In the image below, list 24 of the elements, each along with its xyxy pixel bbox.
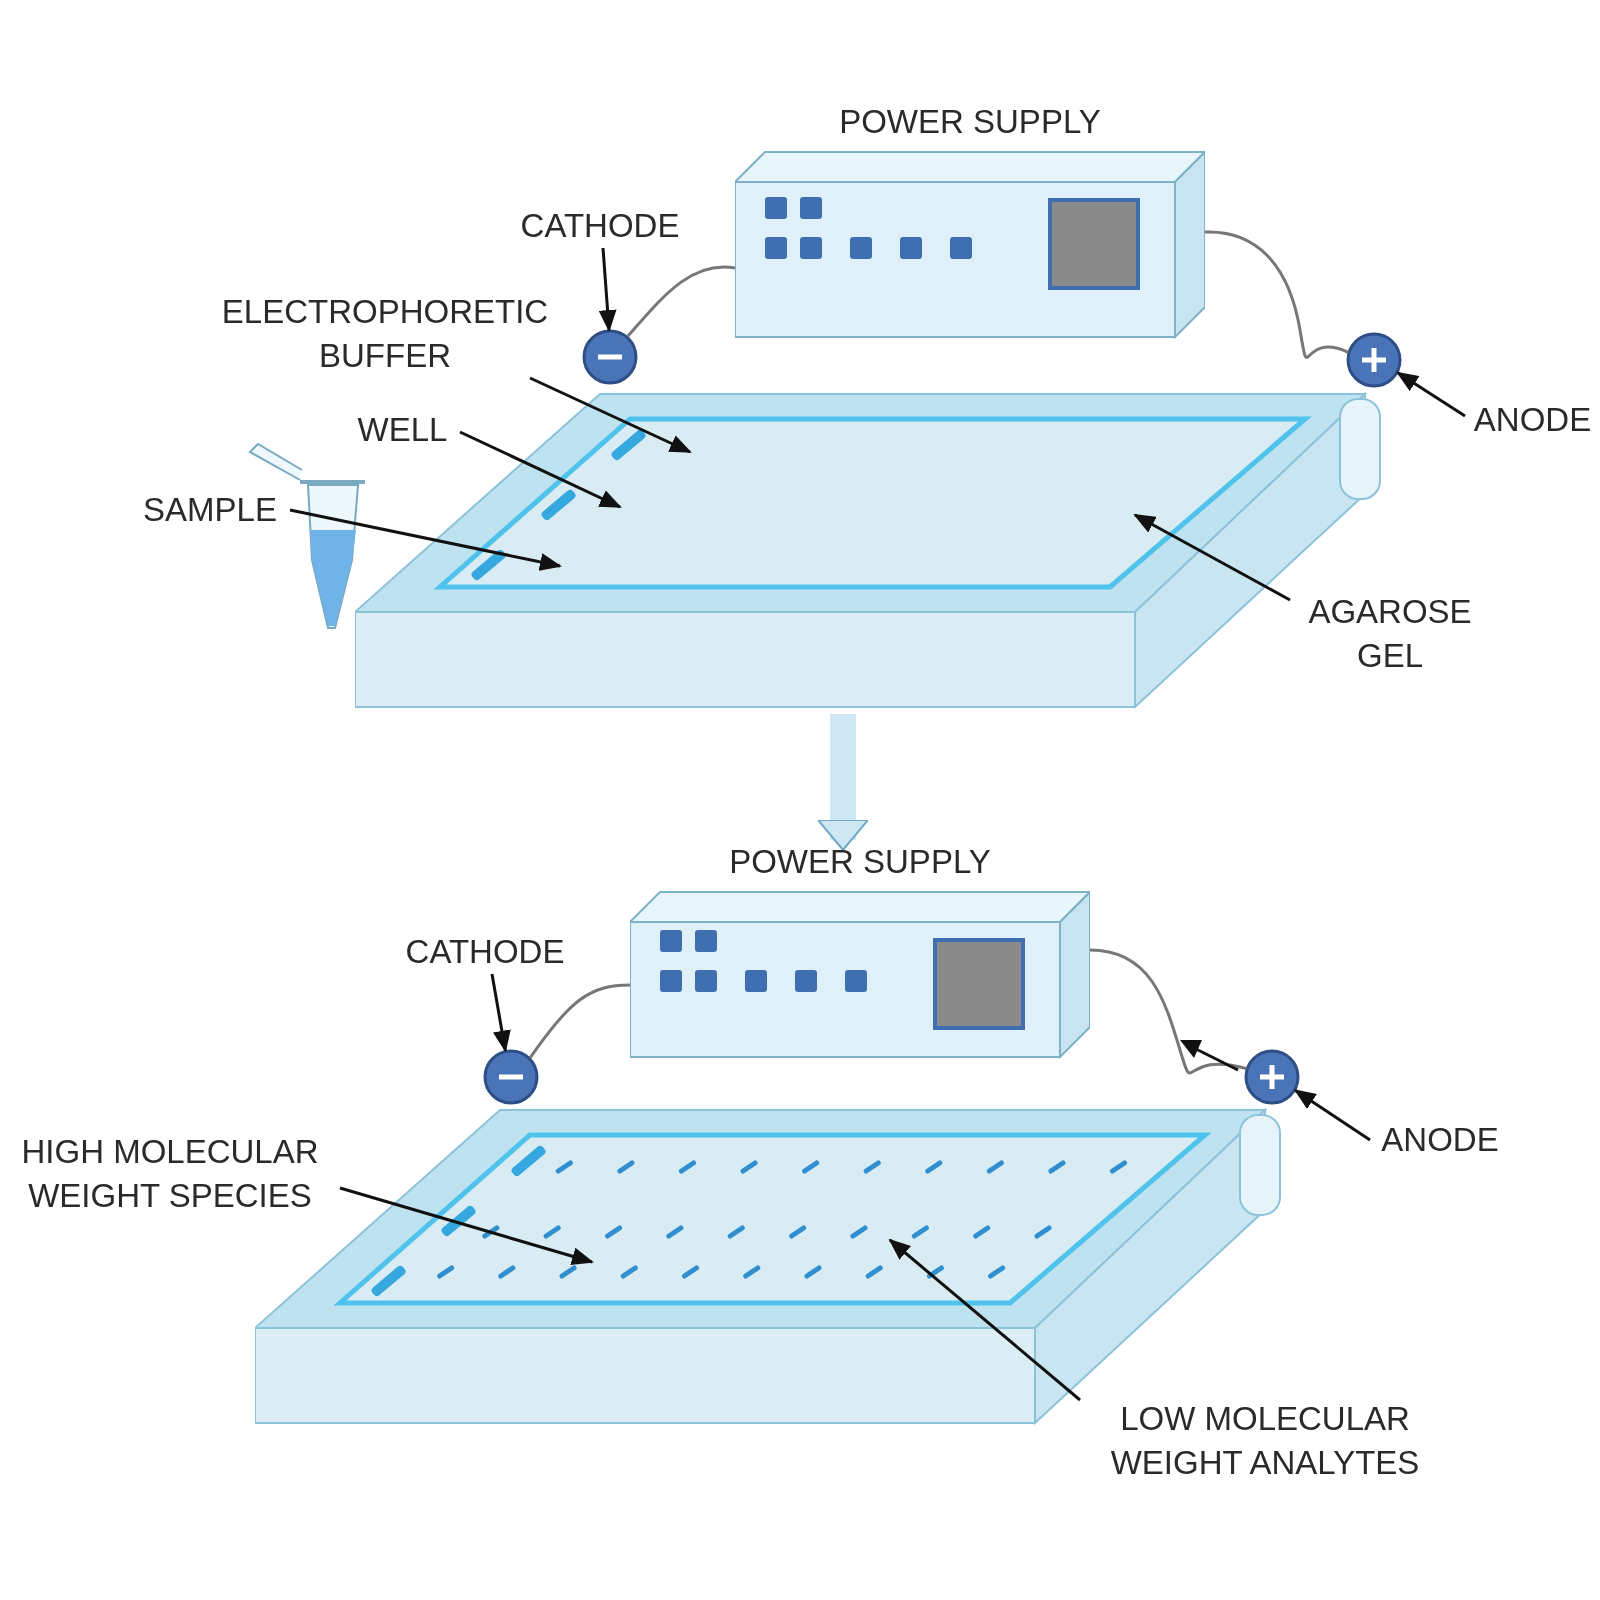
arrow <box>1396 371 1466 418</box>
part-label: AGAROSE GEL <box>1290 590 1490 678</box>
arrow <box>289 508 562 571</box>
part-label: ELECTROPHORETIC BUFFER <box>195 290 575 378</box>
part-label: LOW MOLECULAR WEIGHT ANALYTES <box>1080 1397 1450 1485</box>
block-arrow <box>817 714 869 851</box>
part-label: WELL <box>345 408 460 452</box>
part-label: CATHODE <box>385 930 585 974</box>
arrow <box>339 1186 594 1265</box>
part-label: CATHODE <box>495 204 705 248</box>
wire <box>626 265 736 338</box>
device-label: POWER SUPPLY <box>838 102 1102 142</box>
device-label: POWER SUPPLY <box>728 842 992 882</box>
wire <box>528 983 631 1059</box>
arrow <box>888 1238 1081 1402</box>
part-label: SAMPLE <box>130 488 290 532</box>
arrow <box>598 247 617 332</box>
arrow <box>1293 1089 1371 1142</box>
arrow <box>1133 513 1291 602</box>
part-label: ANODE <box>1370 1118 1510 1162</box>
arrow <box>529 376 692 454</box>
arrow <box>459 430 622 509</box>
part-label: ANODE <box>1465 398 1600 442</box>
part-label: HIGH MOLECULAR WEIGHT SPECIES <box>0 1130 340 1218</box>
